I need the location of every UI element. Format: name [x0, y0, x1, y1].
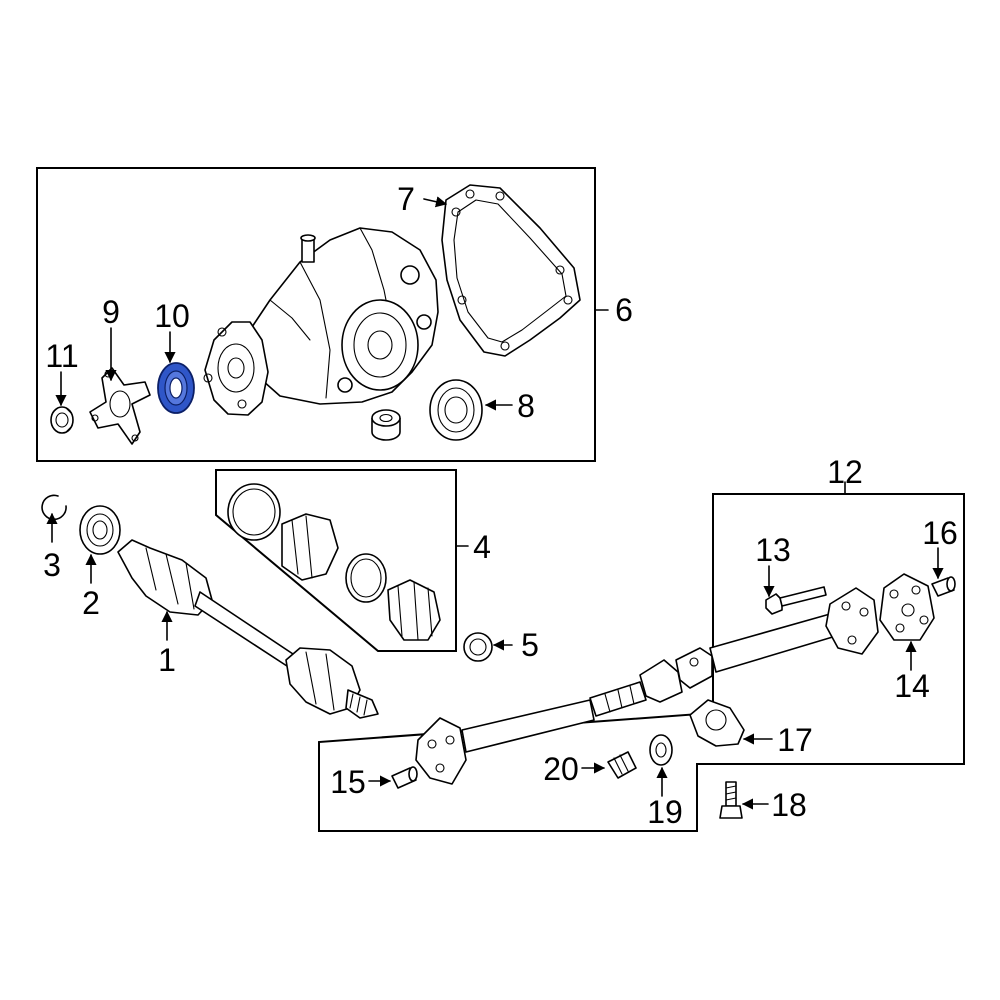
flex-disc [879, 573, 935, 641]
differential-group-frame [36, 167, 596, 462]
callout-15: 15 [330, 764, 366, 800]
leader-arrows [46, 196, 944, 810]
callout-1: 1 [158, 642, 176, 678]
callout-10: 10 [154, 298, 190, 334]
cover-gasket [441, 184, 581, 357]
callout-13: 13 [755, 532, 791, 568]
callout-labels: 1 2 3 4 5 6 7 8 9 10 11 12 13 14 15 16 1… [43, 181, 958, 830]
callout-19: 19 [647, 794, 683, 830]
centering-sleeve-rear [391, 766, 418, 789]
retaining-ring [41, 494, 67, 521]
flange-nut [50, 406, 74, 434]
callout-18: 18 [771, 787, 807, 823]
callout-9: 9 [102, 294, 120, 330]
boot-kit [227, 483, 441, 641]
callout-2: 2 [82, 585, 100, 621]
damper [607, 751, 637, 779]
drive-flange [89, 367, 151, 445]
callout-11: 11 [45, 338, 78, 374]
callout-14: 14 [894, 668, 930, 704]
callout-5: 5 [521, 627, 539, 663]
flex-disc-bolt [765, 586, 827, 615]
side-seal [79, 505, 121, 555]
pinion-seal-highlighted [157, 362, 195, 414]
callout-6: 6 [615, 292, 633, 328]
callout-8: 8 [517, 388, 535, 424]
boot-kit-frame [215, 469, 457, 652]
axle-shaft [117, 539, 379, 719]
callout-4: 4 [473, 529, 491, 565]
callout-12: 12 [827, 454, 863, 490]
center-support-bearing [689, 699, 745, 747]
axle-nut [463, 632, 493, 662]
callout-16: 16 [922, 515, 958, 551]
differential-housing [203, 227, 439, 441]
washer [649, 734, 673, 766]
callout-17: 17 [777, 722, 813, 758]
driveshaft [415, 587, 879, 785]
callout-3: 3 [43, 547, 61, 583]
axle-seal [429, 379, 483, 441]
callout-20: 20 [543, 751, 579, 787]
centering-sleeve-front [931, 576, 956, 597]
support-bolt [719, 781, 743, 819]
callout-7: 7 [397, 181, 415, 217]
